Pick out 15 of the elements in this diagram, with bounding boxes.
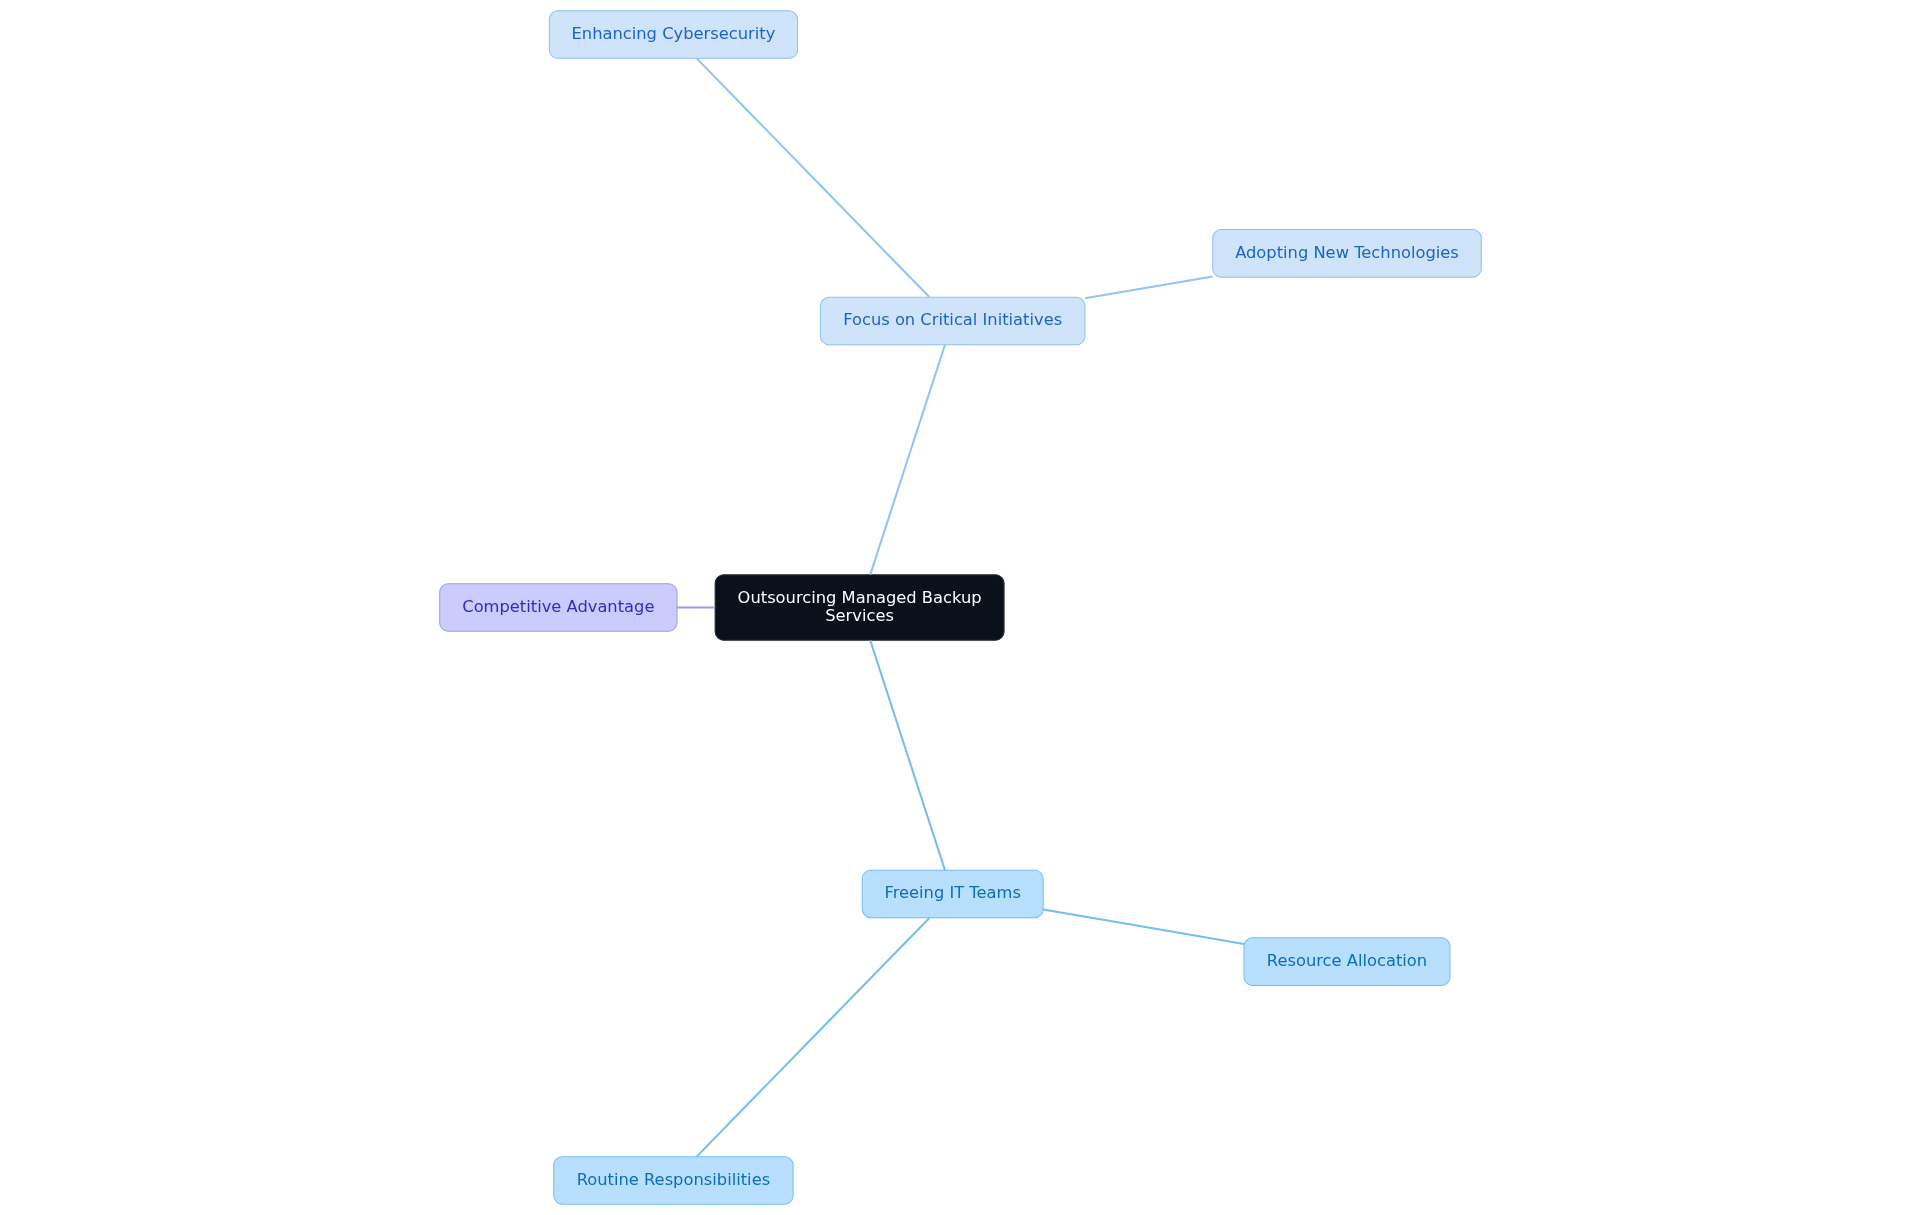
node-box: Resource Allocation <box>1243 937 1450 986</box>
connector <box>868 344 946 575</box>
connector <box>695 57 930 298</box>
connector <box>1042 908 1244 945</box>
connector <box>676 606 715 609</box>
connector <box>695 917 930 1158</box>
node-box: Routine Responsibilities <box>552 1156 794 1205</box>
connector <box>868 640 946 871</box>
connector <box>1084 275 1213 300</box>
node-box: Competitive Advantage <box>438 583 677 632</box>
node-box: Enhancing Cybersecurity <box>548 10 798 59</box>
node-box: Focus on Critical Initiatives <box>819 296 1085 346</box>
node-box: Adopting New Technologies <box>1211 229 1482 278</box>
node-box: Freeing IT Teams <box>861 869 1044 919</box>
node-box: Outsourcing Managed Backup Services <box>714 574 1005 641</box>
